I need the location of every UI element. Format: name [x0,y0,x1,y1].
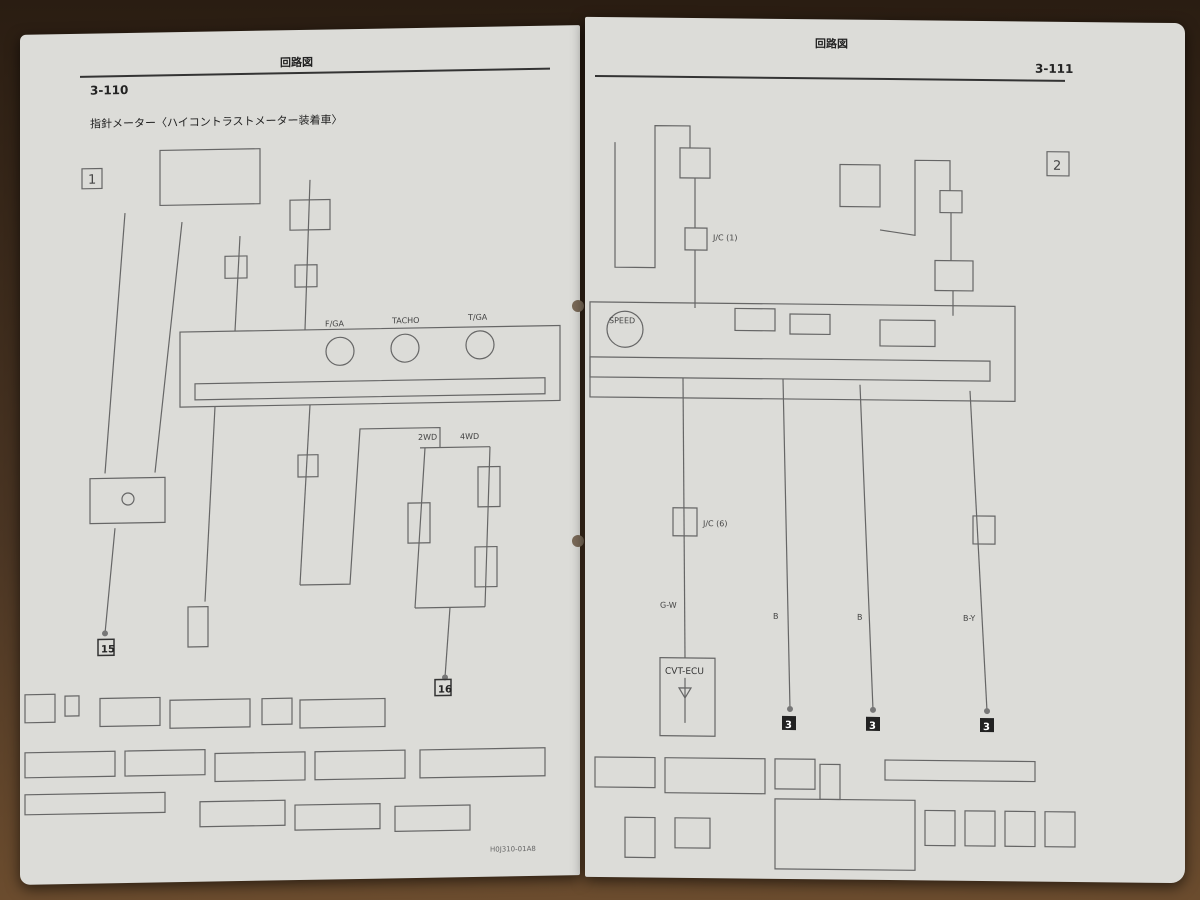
junction-label-jc1: J/C (1) [712,233,738,242]
ground-ref-3c: 3 [983,722,990,733]
circuit-diagram-left: 1 F/GA TACHO T/GA 2WD 4WD 16 15 H0J310-0… [24,148,561,854]
left-page: 3-110 回路図 指針メーター〈ハイコントラストメーター装着車〉 [20,25,580,885]
junction-label-jc6: J/C (6) [702,519,728,528]
gauge-label-tacho: TACHO [391,316,419,325]
ground-ref-16: 16 [438,684,452,695]
footer-code: H0J310-01A8 [490,845,536,854]
ecu-label: CVT-ECU [665,667,704,677]
circuit-diagram-right: 2 SPEED CVT-ECU G-W B B B-Y J/C (6) J/C … [589,124,1076,871]
section-box-frame-right [1046,151,1070,177]
binder-hole-bottom [572,535,584,547]
wire-label-by: B-Y [963,614,975,623]
gauge-label-speed: SPEED [609,316,635,325]
wire-label-b2: B [857,613,862,622]
gauge-label-temp: T/GA [467,313,488,322]
drive-label-2wd: 2WD [418,433,437,442]
ground-ref-15: 15 [101,644,115,655]
ground-ref-3b: 3 [869,721,876,732]
right-page: 回路図 3-111 [585,16,1185,884]
section-box-number: 1 [88,173,96,188]
wire-label-gw: G-W [660,601,677,610]
gauge-label-fuel: F/GA [325,319,344,328]
ground-ref-3a: 3 [785,720,792,731]
section-box-number-right: 2 [1053,159,1061,174]
wire-label-b1: B [773,612,778,621]
binder-hole-top [572,300,584,312]
section-box-frame [81,167,103,190]
drive-label-4wd: 4WD [460,432,479,441]
